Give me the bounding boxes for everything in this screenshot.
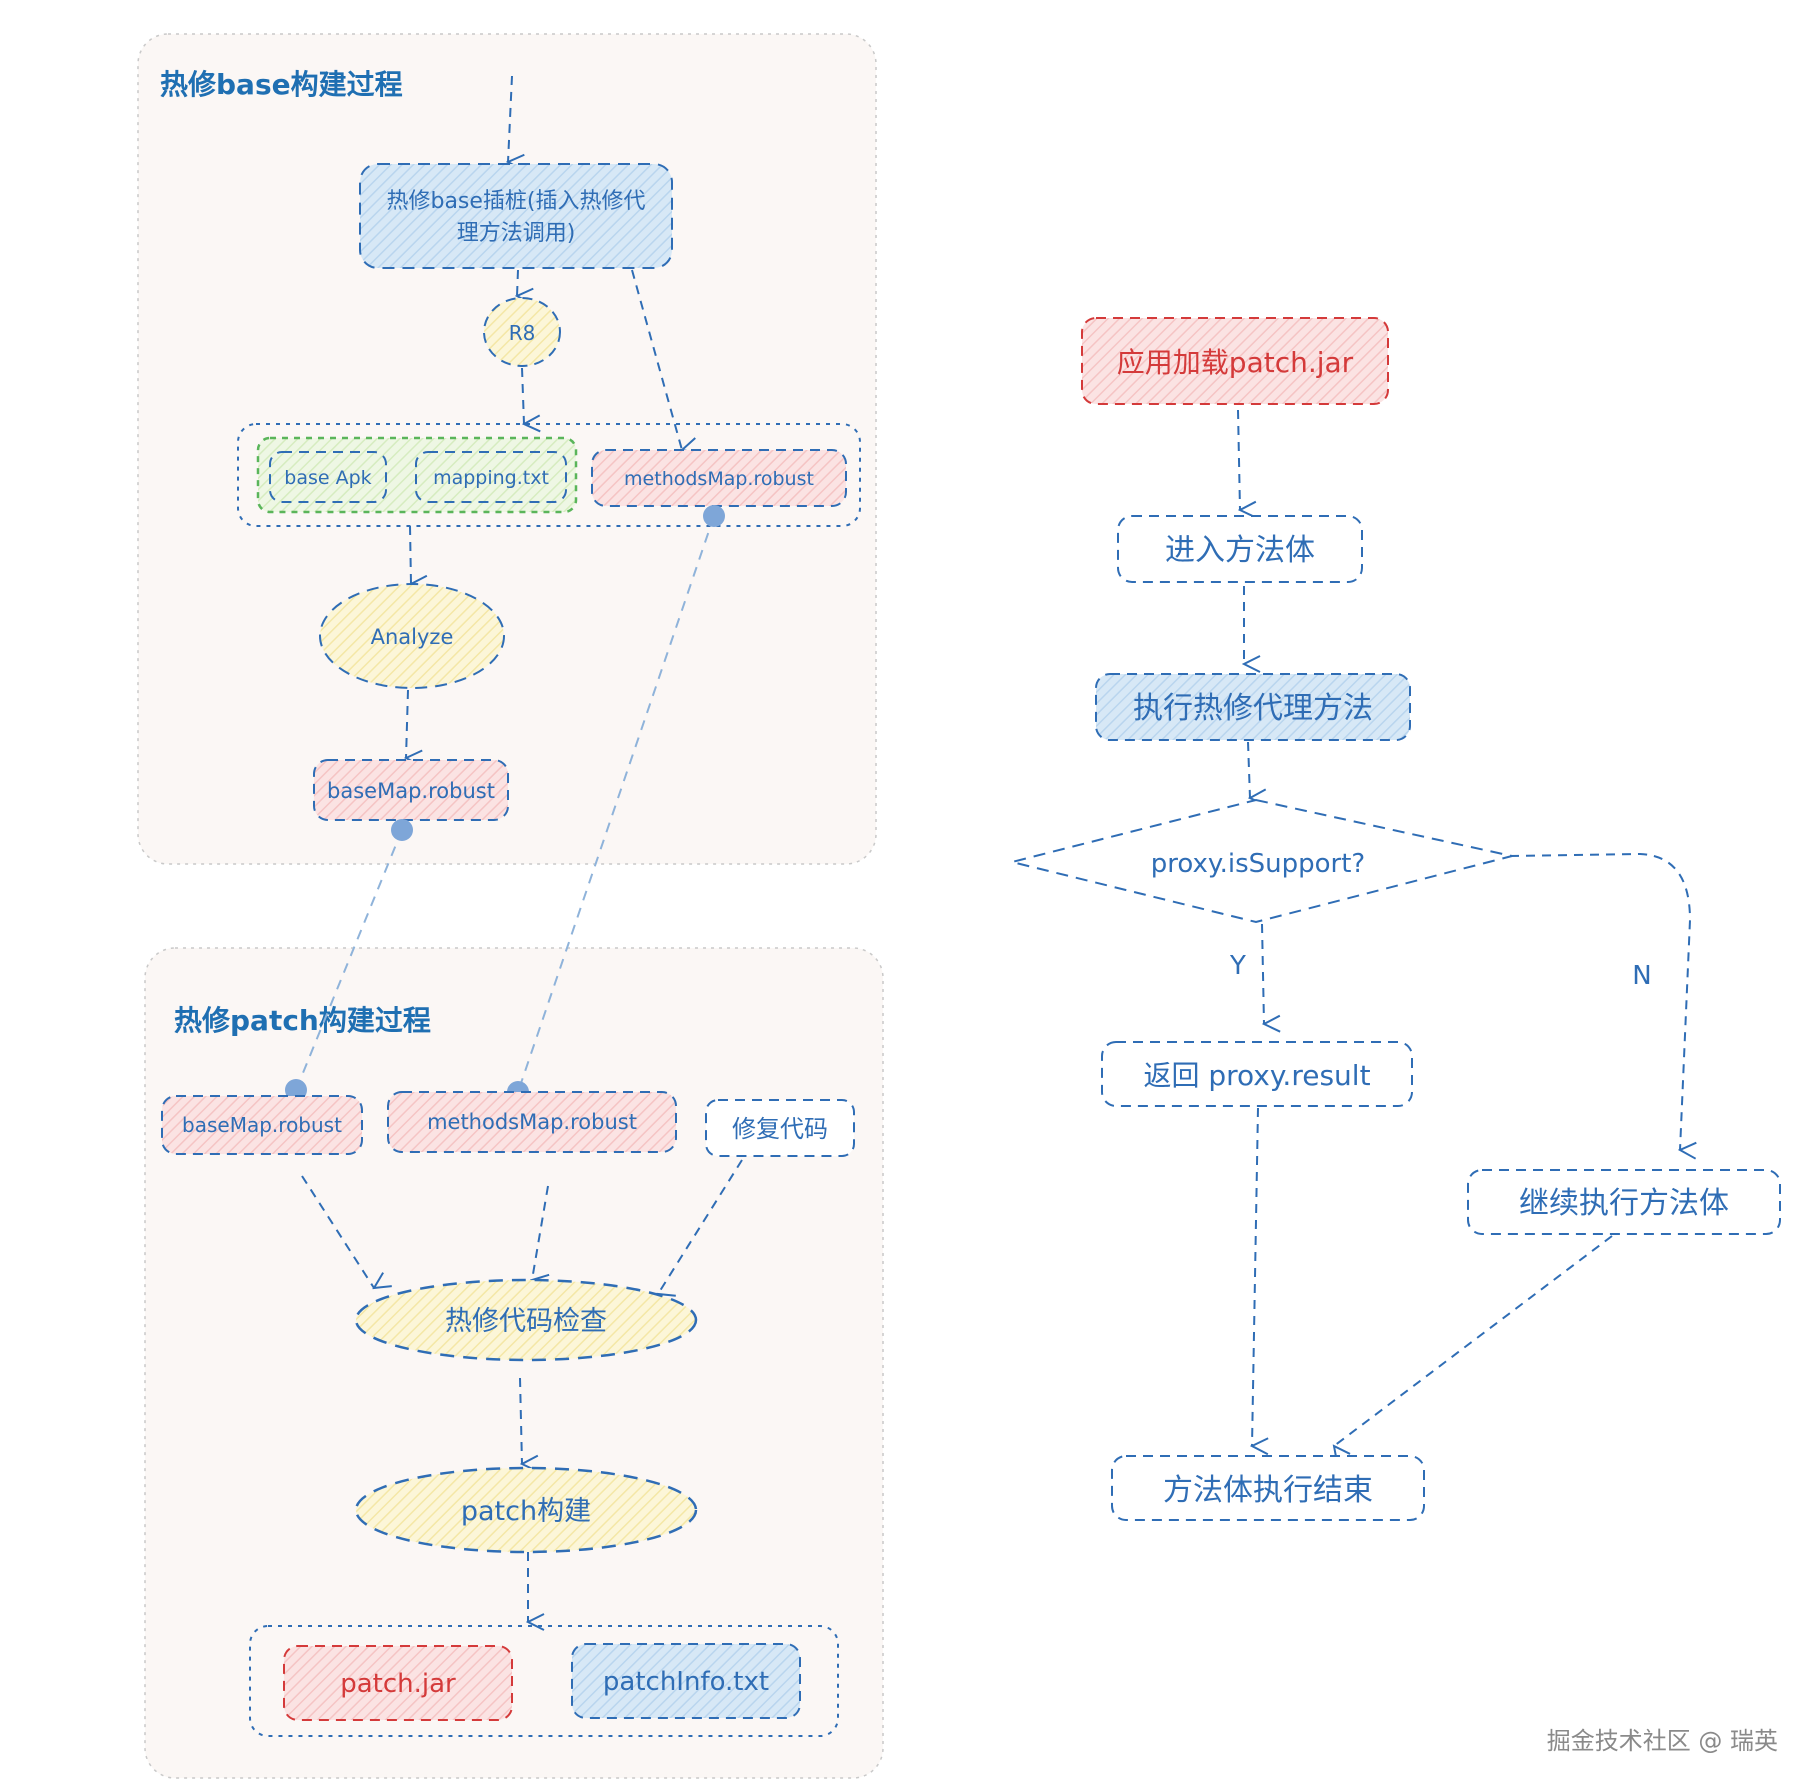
base-methodsmap-label: methodsMap.robust (624, 468, 814, 490)
base-apk-label: base Apk (284, 467, 371, 489)
fix-code-box (705, 1099, 855, 1157)
exec-proxy-label: 执行热修代理方法 (1133, 691, 1373, 726)
entry-arrow (508, 75, 512, 162)
arrow-return-to-end (1252, 1107, 1258, 1446)
instrument-box (359, 163, 673, 269)
patch-group-container (144, 947, 884, 1779)
base-outputs-container (237, 423, 861, 527)
patch-basemap-box (161, 1095, 363, 1155)
no-label: N (1632, 961, 1651, 991)
mapping-box (415, 451, 567, 503)
link-dot-methodsmap-src (703, 505, 725, 527)
mapping-label: mapping.txt (433, 467, 549, 489)
enter-method-box (1117, 515, 1363, 583)
patch-info-label: patchInfo.txt (603, 1667, 769, 1697)
instrument-label-line1: 热修base插桩(插入热修代 (386, 189, 645, 214)
base-group-title: 热修base构建过程 (160, 68, 403, 101)
arrow-fixcode-to-check (658, 1159, 743, 1294)
decision-diamond (1011, 798, 1513, 924)
r8-node (483, 297, 561, 367)
analyze-node (319, 583, 505, 689)
instrument-label-line2: 理方法调用) (457, 221, 576, 246)
load-patch-label: 应用加载patch.jar (1117, 346, 1354, 379)
arrow-exec-to-decision (1247, 741, 1250, 798)
method-end-box (1111, 1455, 1425, 1521)
arrow-basemap-to-check (301, 1175, 374, 1288)
fix-code-label: 修复代码 (732, 1115, 828, 1143)
link-dot-basemap-src (391, 819, 413, 841)
base-basemap-box (313, 759, 509, 821)
return-result-label: 返回 proxy.result (1143, 1059, 1370, 1092)
patch-group-title: 热修patch构建过程 (174, 1004, 431, 1037)
continue-exec-label: 继续执行方法体 (1519, 1186, 1729, 1221)
arrow-decision-yes (1261, 923, 1264, 1024)
continue-exec-box (1467, 1169, 1781, 1235)
yes-label: Y (1229, 951, 1246, 981)
arrow-outputs-to-analyze (410, 525, 411, 584)
patch-jar-box (283, 1645, 513, 1721)
code-check-label: 热修代码检查 (445, 1306, 607, 1337)
enter-method-label: 进入方法体 (1165, 533, 1315, 568)
arrow-instrument-to-r8 (517, 269, 518, 296)
code-check-node (354, 1278, 698, 1362)
watermark: 掘金技术社区 @ 瑞英 (1546, 1727, 1778, 1755)
decision-label: proxy.isSupport? (1151, 849, 1365, 879)
patch-info-box (571, 1643, 801, 1719)
arrow-decision-no (1509, 852, 1690, 1150)
return-result-box (1101, 1041, 1413, 1107)
load-patch-box (1081, 317, 1389, 405)
link-methodsmap-cross (517, 515, 715, 1093)
analyze-label: Analyze (371, 625, 454, 649)
base-methodsmap-box (591, 449, 847, 507)
patch-jar-label: patch.jar (340, 1669, 456, 1699)
base-basemap-label: baseMap.robust (327, 779, 495, 803)
base-apk-box (269, 451, 387, 503)
arrow-continue-to-end (1334, 1235, 1613, 1446)
exec-proxy-box (1095, 673, 1411, 741)
patch-basemap-label: baseMap.robust (182, 1113, 342, 1137)
r8-label: R8 (509, 321, 536, 345)
patch-methodsmap-label: methodsMap.robust (427, 1110, 637, 1134)
arrow-load-to-enter (1237, 409, 1240, 510)
arrow-check-to-build (519, 1377, 522, 1464)
patch-methodsmap-box (387, 1091, 677, 1153)
method-end-label: 方法体执行结束 (1163, 1473, 1373, 1508)
patch-build-label: patch构建 (461, 1496, 591, 1527)
patch-build-node (354, 1466, 698, 1554)
arrow-analyze-to-basemap (406, 689, 408, 758)
